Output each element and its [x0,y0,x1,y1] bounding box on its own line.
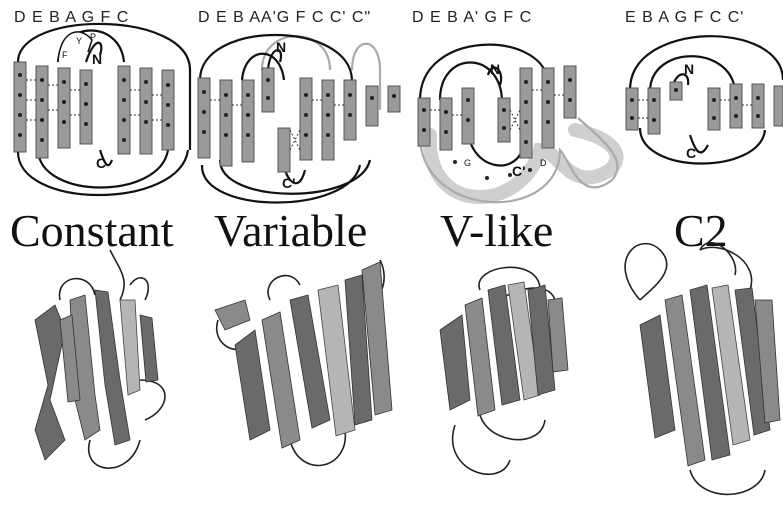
vlike-domain-label: V-like [440,205,553,256]
strand-f [322,80,334,160]
strand-c [564,66,576,118]
strand-c-prime [774,86,783,126]
variable-domain-label: Variable [214,205,367,256]
strand-c-prime [366,86,378,126]
loop-letter-g: G [464,158,471,168]
c2-strand-header: E B A G F C C' [625,9,744,26]
loop-letter-p: P [90,32,96,42]
c2-n-terminus: N [684,61,694,77]
loop-letter-d: D [540,158,547,168]
strand-g [300,78,312,160]
strand-c [752,84,764,128]
variable-n-terminus: N [276,39,286,55]
strand-g [708,88,720,130]
vlike-strand-header: D E B A' G F C [412,9,532,26]
strand-c [344,80,356,140]
strand-a [262,68,274,112]
strand-d [418,98,430,146]
c2-ribbon-structure [625,243,780,495]
vlike-ribbon-structure [440,267,568,474]
constant-domain-label: Constant [10,205,174,256]
strand-b [462,88,474,144]
vlike-n-terminus: N [490,61,500,77]
strand-b [242,80,254,162]
constant-c-terminus: C [96,155,106,171]
strand-b [648,88,660,134]
strand-c [162,70,174,150]
strand-e [220,80,232,166]
vlike-topology-diagram: N C' G D [418,45,618,203]
strand-a-prime [498,98,510,142]
variable-topology-diagram: N C' [198,35,400,203]
c2-c-terminus: C [686,145,696,161]
variable-ribbon-structure [215,260,392,465]
constant-n-terminus: N [92,51,102,67]
strand-a-prime [278,128,290,172]
constant-topology-diagram: F Y P N C [14,24,190,195]
variable-c-terminus: C' [282,175,295,191]
c2-topology-diagram: N C [626,36,783,163]
strand-c-double-prime [388,86,400,112]
constant-ribbon-structure [35,250,165,468]
loop-letter-y: Y [76,36,82,46]
variable-strand-header: D E B AA'G F C C' C" [198,9,371,26]
strand-e [626,88,638,130]
strand-e [440,98,452,150]
strand-f [730,84,742,128]
strand-a [80,70,92,144]
vlike-c-terminus: C' [512,163,525,179]
loop-letter-f: F [62,50,68,60]
